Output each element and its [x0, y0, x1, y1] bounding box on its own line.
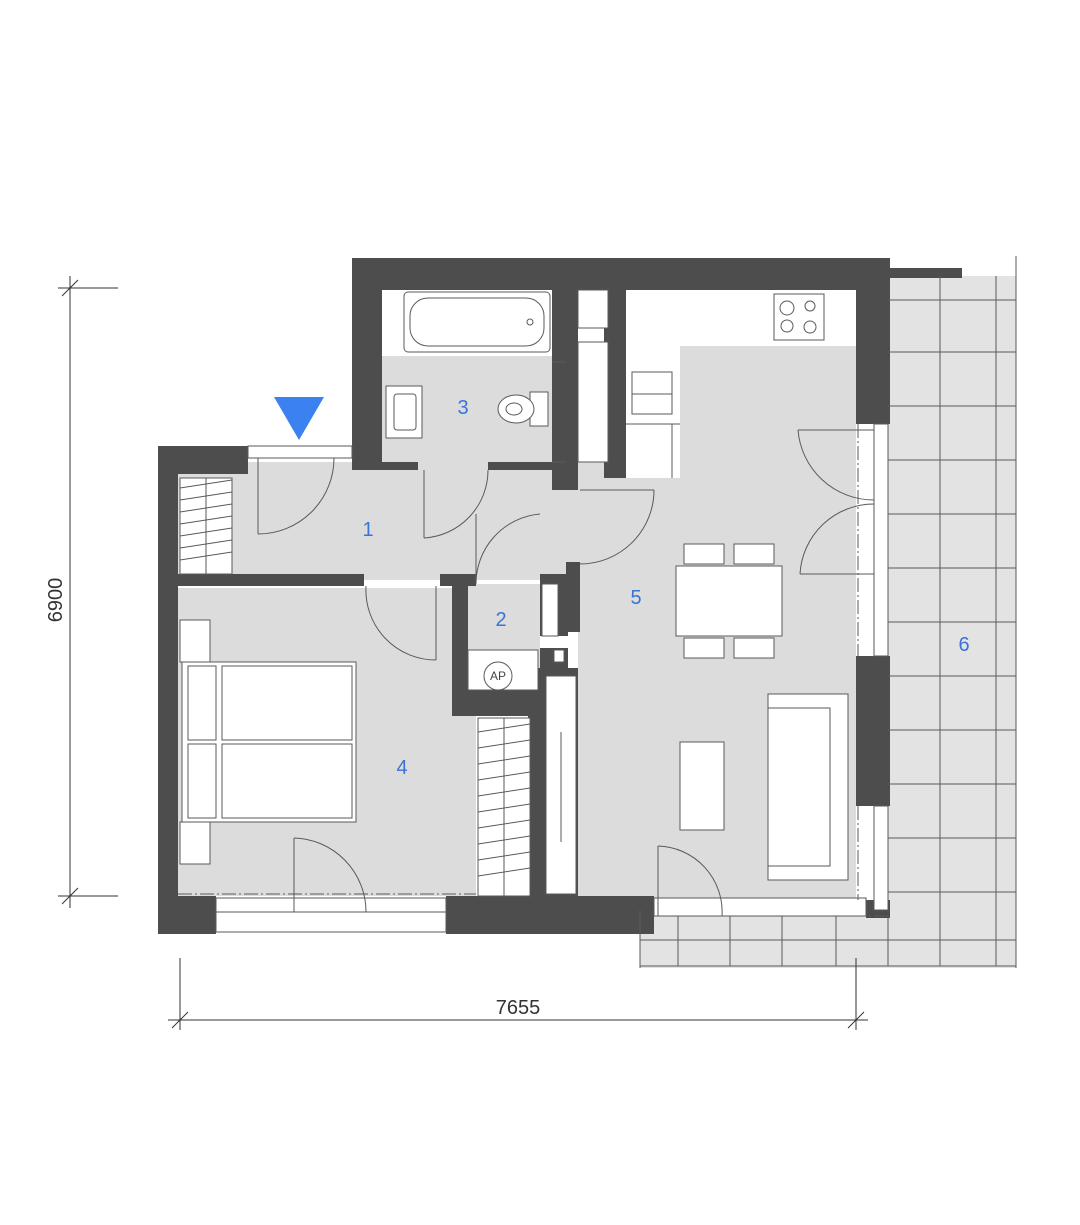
- room-number-1: 1: [362, 519, 373, 541]
- windows: [178, 423, 889, 933]
- bathroom-fixtures: [385, 291, 566, 463]
- wall-utility-left: [452, 574, 468, 716]
- utility-unit: AP: [467, 649, 539, 691]
- window-living-right-upper: [873, 423, 889, 657]
- chair-1: [683, 543, 725, 565]
- dining-table: [675, 565, 783, 637]
- terrace-grid: [639, 256, 1017, 968]
- wall-bottom-mid: [446, 896, 654, 934]
- window-living-bottom: [653, 897, 867, 917]
- room-number-5: 5: [630, 587, 641, 609]
- room-number-6: 6: [958, 634, 969, 656]
- terrace-floor: [888, 276, 1016, 966]
- bedroom-furniture: [179, 619, 357, 865]
- chair-3: [683, 637, 725, 659]
- wall-right-upper: [856, 258, 890, 424]
- wardrobe-bedroom: [477, 717, 531, 897]
- wall-hall-top: [158, 446, 248, 474]
- room-number-2: 2: [495, 609, 506, 631]
- room-number-4: 4: [396, 757, 407, 779]
- wall-bath-bottom-left: [352, 462, 418, 470]
- ap-label: AP: [490, 669, 506, 683]
- living-bottom-door-swing: [657, 845, 723, 917]
- chair-4: [733, 637, 775, 659]
- kitchen-sink: [631, 371, 673, 415]
- terrace-floor-bottom: [640, 910, 1016, 968]
- dimension-width: 7655: [168, 958, 868, 1030]
- kitchen-fixtures: [626, 293, 825, 478]
- wall-bath-bottom-right: [488, 462, 554, 470]
- nightstand-top: [179, 619, 211, 663]
- hallway-floor: [178, 462, 578, 580]
- duct-panel-top: [577, 289, 609, 329]
- room-number-3: 3: [457, 397, 468, 419]
- window-bedroom: [215, 897, 447, 933]
- column-inner: [541, 583, 559, 637]
- wall-top: [352, 258, 890, 290]
- living-door-swing: [579, 489, 655, 565]
- entrance-frame: [247, 445, 353, 459]
- wall-right-mid: [856, 656, 890, 806]
- duct-panel-mid: [577, 341, 609, 463]
- coffee-table: [679, 741, 725, 831]
- window-living-right-lower: [873, 805, 889, 911]
- dimension-height: 6900: [45, 276, 118, 908]
- wall-bath-left: [352, 258, 382, 470]
- terrace-door-lower-swing: [799, 503, 875, 575]
- width-dimension-label: 7655: [496, 997, 541, 1019]
- bed: [181, 661, 357, 823]
- bedroom-window-door-swing: [293, 837, 367, 913]
- height-dimension-label: 6900: [45, 578, 67, 623]
- stove: [773, 293, 825, 341]
- terrace-door-upper-swing: [797, 429, 875, 501]
- nightstand-bottom: [179, 821, 211, 865]
- bedroom-door-swing: [365, 585, 437, 661]
- wall-duct: [552, 290, 578, 490]
- wall-hall-bottom: [178, 574, 364, 586]
- living-furniture: [675, 543, 849, 881]
- doors: [257, 429, 875, 917]
- wall-kitchen-left: [604, 290, 626, 478]
- entrance-arrow-icon: [274, 397, 324, 440]
- entrance-door-swing: [257, 457, 335, 535]
- wall-bottom-left: [158, 896, 216, 934]
- sofa: [767, 693, 849, 881]
- wall-top-right-stub: [890, 268, 962, 278]
- wall-column: [566, 562, 580, 632]
- utility-door-swing: [475, 513, 541, 585]
- wall-left: [158, 446, 178, 934]
- wardrobe-hall: [179, 477, 233, 575]
- duct-small-inner: [553, 649, 565, 663]
- chair-2: [733, 543, 775, 565]
- bathtub: [403, 291, 551, 353]
- bathroom-door-swing: [423, 469, 489, 539]
- ap-circle: [483, 661, 513, 691]
